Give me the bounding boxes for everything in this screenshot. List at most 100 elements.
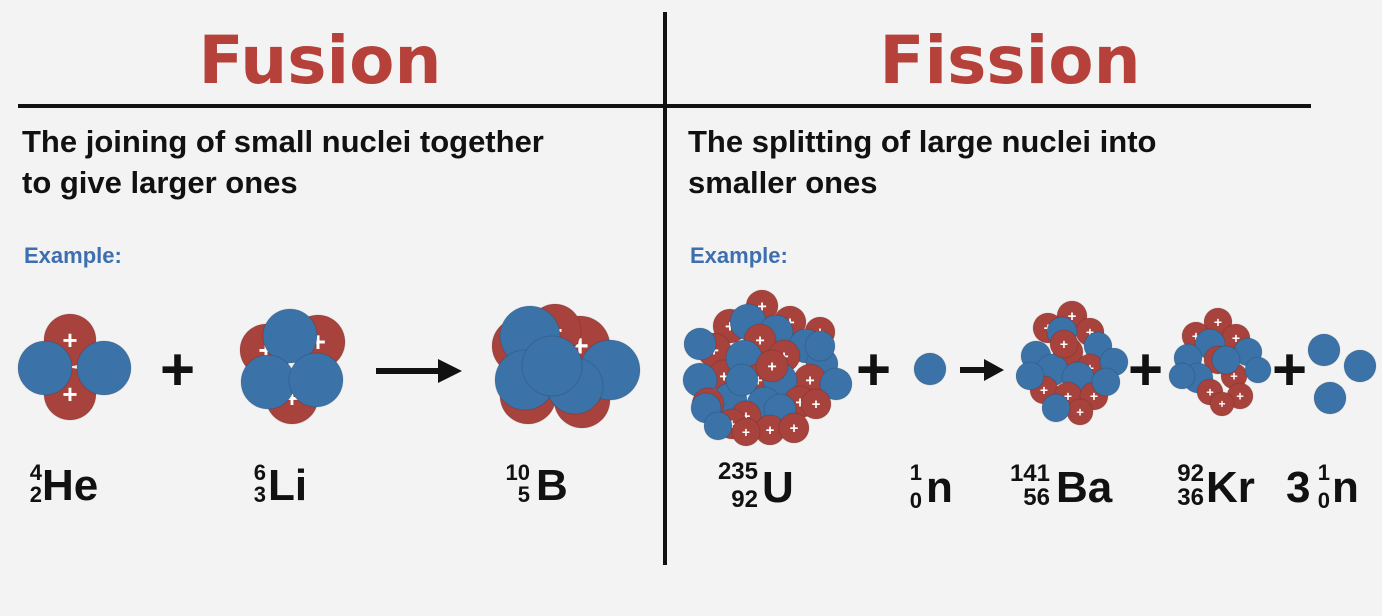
svg-text:+: + [755, 332, 764, 349]
svg-text:+: + [62, 325, 77, 355]
fission-plus-sign-1: + [856, 336, 892, 403]
product-neutron [1307, 333, 1341, 367]
neutron [288, 352, 344, 408]
isotope-symbol: n [1332, 463, 1359, 512]
neutron [1211, 345, 1241, 375]
svg-text:+: + [1218, 397, 1225, 411]
svg-text:+: + [805, 372, 814, 389]
isotope-mass-number: 4 [29, 460, 42, 485]
isotope-symbol: Kr [1206, 463, 1255, 512]
svg-text:+: + [1232, 330, 1240, 346]
isotope-atomic-number: 5 [517, 482, 530, 507]
isotope-symbol: He [42, 461, 99, 510]
neutron [1168, 362, 1196, 390]
svg-text:+: + [1090, 388, 1098, 404]
svg-text:+: + [719, 368, 728, 385]
neutron [683, 327, 717, 361]
svg-text:+: + [1236, 388, 1244, 403]
fission-description-line-1: The splitting of large nuclei into [688, 124, 1157, 159]
product-neutron [1343, 349, 1377, 383]
svg-text:+: + [1068, 308, 1077, 325]
center-divider [663, 12, 667, 565]
neutron [1041, 393, 1071, 423]
svg-text:+: + [812, 396, 821, 413]
svg-text:+: + [1192, 328, 1200, 344]
isotope-atomic-number: 0 [1317, 488, 1330, 513]
neutron [703, 411, 733, 441]
isotope-atomic-number: 3 [253, 482, 266, 507]
isotope-mass-number: 6 [253, 460, 266, 485]
svg-text:+: + [742, 424, 750, 440]
neutron [1244, 356, 1272, 384]
proton: + [800, 388, 832, 420]
svg-text:+: + [1060, 336, 1068, 352]
isotope-symbol: Li [268, 461, 308, 510]
fission-plus-sign-2: + [1128, 336, 1164, 403]
proton: + [1066, 398, 1094, 426]
svg-text:+: + [742, 408, 751, 425]
svg-text:+: + [1206, 384, 1214, 399]
isotope-atomic-number: 0 [909, 488, 922, 513]
svg-text:+: + [62, 379, 77, 409]
isotope-atomic-number: 36 [1177, 484, 1204, 511]
proton: + [755, 349, 789, 383]
fusion-description: The joining of small nuclei together to … [22, 121, 662, 203]
isotope-mass-number: 235 [717, 458, 758, 485]
fission-arrow-icon [960, 359, 1004, 381]
svg-text:+: + [1214, 314, 1222, 330]
svg-text:+: + [767, 358, 776, 375]
fusion-plus-sign: + [160, 336, 196, 403]
isotope-coefficient: 3 [1286, 463, 1311, 512]
svg-text:+: + [725, 317, 735, 336]
proton: + [731, 417, 761, 447]
isotope-symbol: n [926, 463, 953, 512]
isotope-mass-number: 141 [1009, 460, 1050, 487]
neutron [725, 363, 759, 397]
fission-plus-sign-3: + [1272, 336, 1308, 403]
fusion-description-line-1: The joining of small nuclei together [22, 124, 544, 159]
svg-text:+: + [1064, 388, 1072, 404]
svg-text:+: + [728, 416, 737, 433]
fusion-example-label: Example: [24, 243, 122, 268]
isotope-atomic-number: 56 [1023, 484, 1050, 511]
isotope-mass-number: 1 [909, 460, 922, 485]
isotope-symbol: B [536, 461, 568, 510]
neutron [1091, 367, 1121, 397]
isotope-mass-number: 92 [1177, 460, 1204, 487]
svg-text:+: + [795, 394, 804, 411]
svg-text:+: + [1230, 368, 1238, 383]
isotope-atomic-number: 92 [731, 486, 758, 513]
isotope-symbol: U [762, 463, 794, 512]
neutron [521, 335, 583, 397]
neutron [1015, 361, 1045, 391]
neutron [262, 308, 318, 364]
neutron [804, 330, 836, 362]
isotope-mass-number: 10 [505, 460, 530, 485]
svg-text:+: + [1086, 324, 1094, 340]
svg-text:+: + [1076, 404, 1084, 419]
fission-description-line-2: smaller ones [688, 165, 878, 200]
fission-title: Fission [879, 22, 1141, 99]
neutron [17, 340, 73, 396]
incoming-neutron [913, 352, 947, 386]
neutron [240, 354, 296, 410]
neutron [76, 340, 132, 396]
isotope-symbol: Ba [1056, 463, 1113, 512]
proton: + [778, 412, 810, 444]
fusion-title: Fusion [198, 22, 442, 99]
fusion-description-line-2: to give larger ones [22, 165, 298, 200]
isotope-mass-number: 1 [1317, 460, 1330, 485]
svg-text:+: + [757, 298, 766, 315]
product-neutron [1313, 381, 1347, 415]
neutron [819, 367, 853, 401]
svg-text:+: + [790, 420, 799, 437]
isotope-atomic-number: 2 [29, 482, 42, 507]
proton: + [1209, 391, 1235, 417]
fusion-arrow-icon [376, 359, 462, 383]
svg-text:+: + [753, 372, 762, 389]
proton: + [1049, 329, 1079, 359]
svg-text:+: + [1040, 382, 1048, 398]
fission-example-label: Example: [690, 243, 788, 268]
svg-text:+: + [766, 422, 775, 439]
